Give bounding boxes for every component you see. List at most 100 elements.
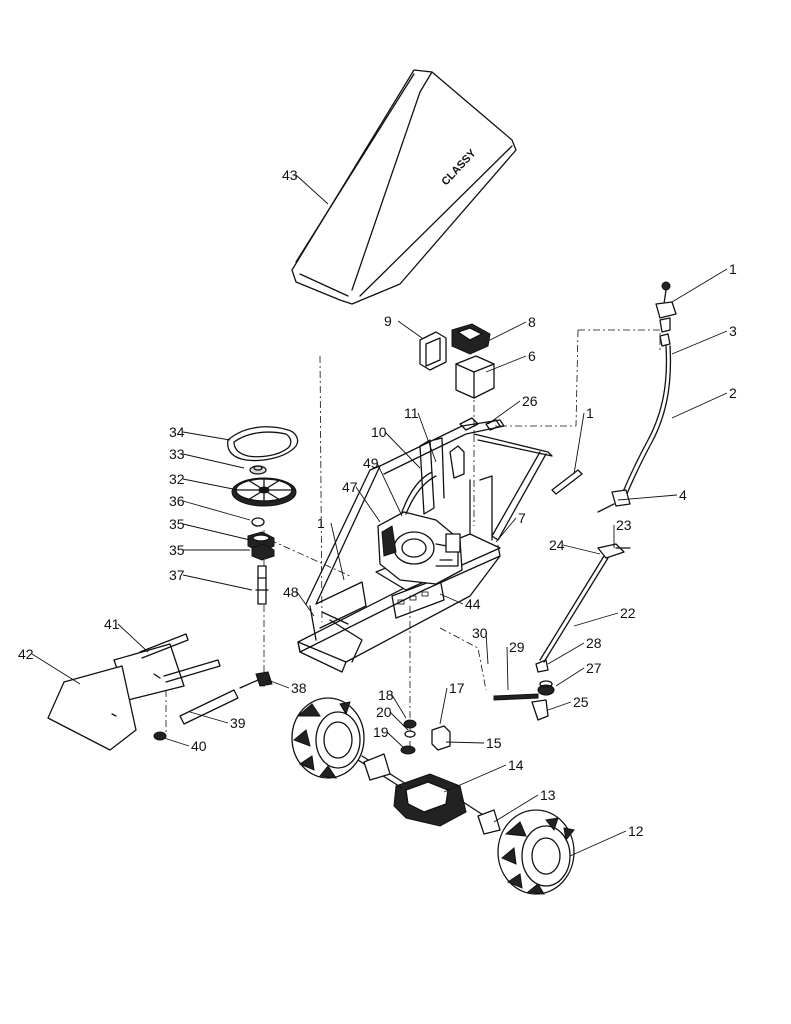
pulley-33: [249, 465, 267, 475]
part-label-p1b: 1: [586, 405, 594, 421]
brake-bar-29: [493, 693, 539, 701]
leader-p3: [671, 330, 728, 355]
part-label-p2: 2: [729, 385, 737, 401]
leader-p48: [296, 591, 315, 617]
part-label-p17: 17: [449, 680, 465, 696]
part-label-p19: 19: [373, 724, 389, 740]
shroud-cover-part: CLASSY: [291, 69, 517, 305]
tire-right-12: [497, 809, 575, 895]
part-label-p30: 30: [472, 625, 488, 641]
part-label-p3: 3: [729, 323, 737, 339]
part-label-p38: 38: [291, 680, 307, 696]
shaft-37: [255, 565, 269, 605]
leader-p8: [485, 321, 527, 343]
footrest-plate-42: [47, 665, 137, 751]
linkage-rod-1: [551, 469, 583, 495]
part-label-p27: 27: [586, 660, 602, 676]
part-label-p25: 25: [573, 694, 589, 710]
transaxle-14: [357, 753, 501, 835]
belt-34: [227, 426, 299, 462]
part-label-p47: 47: [342, 479, 358, 495]
leader-p25: [547, 701, 572, 711]
part-label-p26: 26: [522, 393, 538, 409]
part-label-p39: 39: [230, 715, 246, 731]
part-label-p9: 9: [384, 313, 392, 329]
leader-p37: [182, 574, 253, 591]
leader-p38: [267, 679, 290, 689]
leader-p9: [397, 320, 423, 339]
part-label-p28: 28: [586, 635, 602, 651]
leader-p13: [493, 794, 539, 823]
part-label-p12: 12: [628, 823, 644, 839]
leader-p40: [163, 737, 190, 747]
part-label-p35a: 35: [169, 516, 185, 532]
part-label-p7: 7: [518, 510, 526, 526]
leader-p14: [443, 764, 507, 793]
part-label-p14: 14: [508, 757, 524, 773]
leader-p6: [485, 355, 527, 373]
leader-p32: [182, 478, 239, 491]
leader-p1a: [671, 268, 728, 303]
throttle-cable-2: [597, 333, 672, 513]
part-label-p33: 33: [169, 446, 185, 462]
part-label-p11: 11: [404, 405, 419, 421]
leader-p20: [389, 711, 409, 731]
leader-p39: [189, 711, 229, 724]
part-label-p15: 15: [486, 735, 502, 751]
part-label-p42: 42: [18, 646, 34, 662]
leader-p12: [569, 830, 627, 857]
part-label-p18: 18: [378, 687, 394, 703]
leader-p26: [487, 400, 521, 425]
leader-p22: [573, 612, 619, 627]
cover-8: [451, 323, 491, 355]
wheel-pulley-32: [231, 477, 297, 507]
leader-p15: [445, 741, 485, 744]
throttle-control-1: [655, 281, 677, 333]
part-label-p24: 24: [549, 537, 565, 553]
nut-20: [404, 730, 416, 738]
spring-27: [537, 680, 555, 696]
part-label-p34: 34: [169, 424, 185, 440]
block-17: [431, 725, 451, 751]
part-label-p1c: 1: [317, 515, 325, 531]
part-label-p13: 13: [540, 787, 556, 803]
leader-p30: [485, 632, 489, 665]
part-label-p6: 6: [528, 348, 536, 364]
leader-p29: [506, 646, 509, 691]
bracket-9: [419, 331, 447, 371]
part-label-p49: 49: [363, 455, 379, 471]
joint-40: [153, 731, 167, 741]
leader-p18: [391, 694, 407, 719]
part-label-p23: 23: [616, 517, 632, 533]
leader-p41: [117, 623, 149, 653]
leader-p43: [295, 174, 329, 205]
tire-left: [291, 697, 365, 779]
part-label-p8: 8: [528, 314, 536, 330]
engine-49: [377, 471, 463, 585]
leader-p24: [562, 544, 601, 555]
leader-p35a: [182, 523, 251, 541]
leader-p34: [182, 431, 231, 441]
leader-p28: [547, 642, 585, 665]
callout-leaders: [31, 174, 728, 857]
part-label-p29: 29: [509, 639, 525, 655]
part-label-p35b: 35: [169, 542, 185, 558]
clip-28: [535, 659, 549, 673]
washer-18: [403, 719, 417, 729]
part-label-p20: 20: [376, 704, 392, 720]
part-label-p36: 36: [169, 493, 185, 509]
leader-p4: [617, 494, 678, 501]
part-label-p1a: 1: [729, 261, 737, 277]
leader-p47: [355, 486, 381, 523]
part-label-p43: 43: [282, 167, 298, 183]
pedal-25: [531, 699, 549, 721]
part-label-p37: 37: [169, 567, 185, 583]
part-label-p44: 44: [465, 596, 481, 612]
part-label-p4: 4: [679, 487, 687, 503]
leader-p49: [376, 462, 403, 517]
brake-rod-22: [539, 543, 631, 663]
part-label-p48: 48: [283, 584, 299, 600]
tie-rod-39: [179, 689, 239, 725]
